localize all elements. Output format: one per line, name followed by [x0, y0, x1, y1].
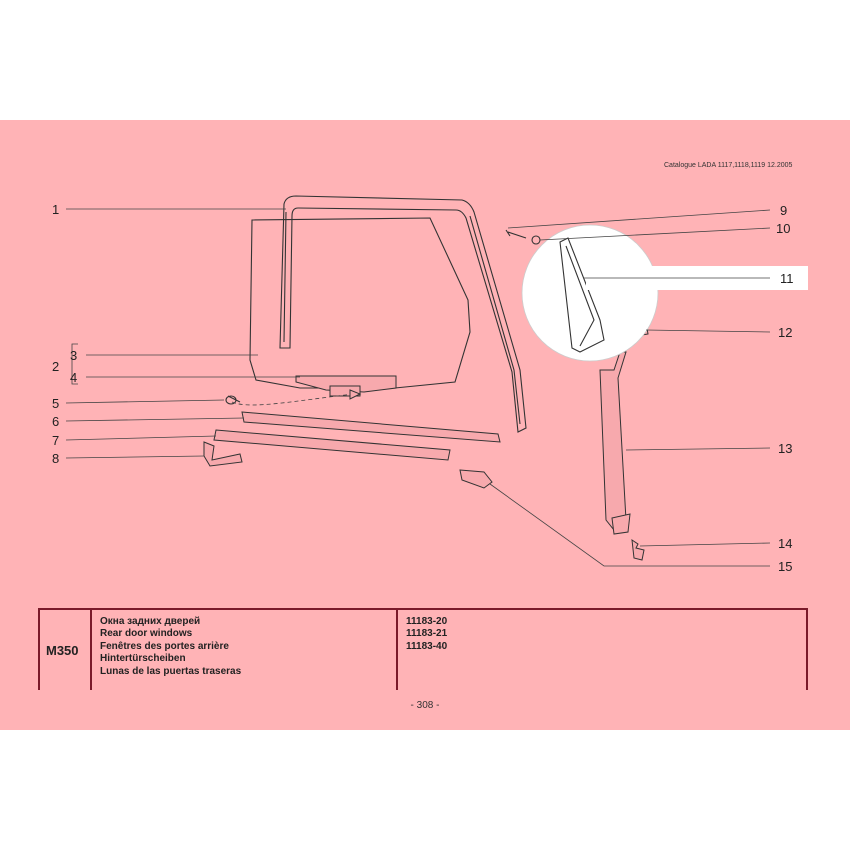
assembly-arrow — [231, 393, 355, 406]
title-en: Rear door windows — [100, 628, 193, 640]
catalogue-header: Catalogue LADA 1117,1118,1119 12.2005 — [664, 162, 793, 169]
door-frame-seal — [279, 195, 527, 433]
table-divider — [396, 610, 398, 690]
part-number: 11183-20 — [406, 616, 448, 627]
title-fr: Fenêtres des portes arrière — [100, 640, 229, 652]
channel-bracket — [329, 385, 361, 397]
table-divider — [806, 610, 808, 690]
callout-13: 13 — [778, 441, 792, 456]
callout-1: 1 — [52, 202, 59, 217]
callout-2: 2 — [52, 359, 59, 374]
door-glass — [249, 217, 471, 389]
screw-14 — [631, 538, 645, 561]
table-divider — [90, 610, 92, 690]
callout-3: 3 — [70, 348, 77, 363]
callout-5: 5 — [52, 396, 59, 411]
table-divider — [38, 610, 40, 690]
callout-12: 12 — [778, 325, 792, 340]
callout-11: 11 — [780, 271, 794, 286]
inner-belt-strip — [213, 429, 451, 461]
title-es: Lunas de las puertas traseras — [100, 665, 242, 677]
catalogue-page: Catalogue LADA 1117,1118,1119 12.2005 — [0, 120, 850, 730]
title-block: M350 Окна задних дверей Rear door window… — [38, 608, 808, 690]
section-code: M350 — [46, 643, 79, 658]
bolt — [225, 395, 241, 405]
arrow-head — [349, 389, 362, 400]
callout-10: 10 — [776, 221, 790, 236]
section-titles: Окна задних дверей Rear door windows Fen… — [100, 616, 241, 678]
guide-foot — [611, 513, 631, 535]
callout-15: 15 — [778, 559, 792, 574]
outer-belt-strip — [241, 411, 501, 443]
callout-9: 9 — [780, 203, 787, 218]
fixed-quarter-glass — [559, 237, 605, 353]
guide-channel — [599, 351, 627, 531]
glass-channel — [295, 375, 397, 393]
title-de: Hintertürscheiben — [100, 653, 186, 665]
callout-8: 8 — [52, 451, 59, 466]
part-number: 11183-21 — [406, 628, 448, 640]
callout-14: 14 — [778, 536, 792, 551]
callout-7: 7 — [52, 433, 59, 448]
part-numbers: 11183-20 11183-21 11183-40 — [406, 616, 447, 653]
frame-seal-inner — [283, 211, 521, 425]
quarter-glass-inner — [565, 245, 595, 347]
screw-9 — [505, 229, 527, 239]
parts-diagram: 1 2 3 4 5 6 7 8 9 10 11 12 13 14 15 — [52, 195, 808, 574]
clip-15 — [459, 469, 493, 489]
clip-8 — [203, 441, 243, 467]
callout-4: 4 — [70, 370, 77, 385]
part-number: 11183-40 — [406, 640, 448, 652]
callout-6: 6 — [52, 414, 59, 429]
washer-10 — [531, 235, 541, 245]
page-number: - 308 - — [410, 700, 440, 711]
title-ru: Окна задних дверей — [100, 616, 201, 627]
